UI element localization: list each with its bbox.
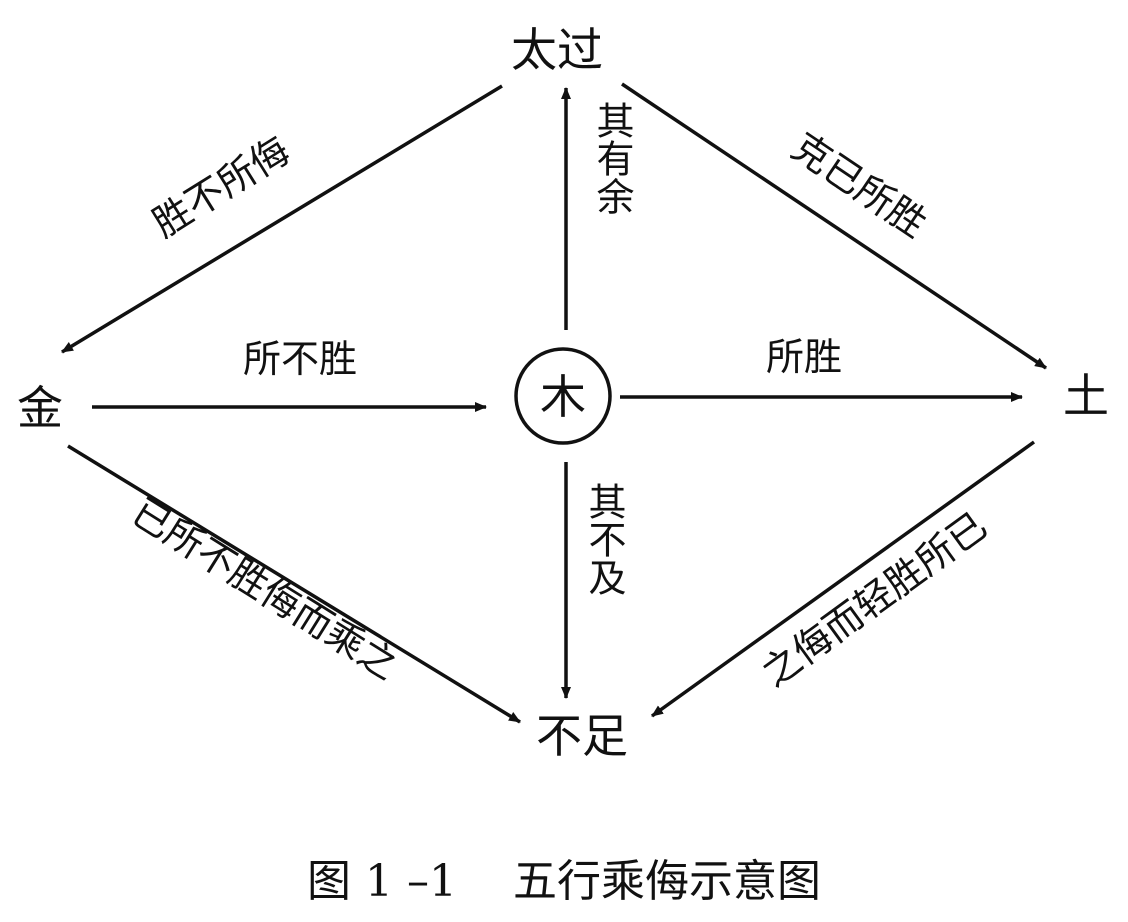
label-center-up: 其有余	[590, 101, 634, 215]
label-left-bottom: 已所不胜侮而乘之	[124, 490, 405, 688]
edge-right-to-bottom	[650, 440, 1036, 718]
figure-caption: 图 1 –1 五行乘侮示意图	[307, 856, 821, 907]
node-center: 木	[540, 370, 586, 424]
node-top: 太过	[511, 23, 603, 77]
label-center-down: 其不及	[582, 482, 626, 596]
edge-top-to-left	[61, 84, 503, 354]
label-top-left: 胜不所侮	[145, 128, 297, 246]
label-right-bottom: 之侮而轻胜所已	[754, 504, 995, 696]
center-node-circle	[514, 347, 612, 445]
node-right: 土	[1063, 369, 1109, 423]
label-top-right: 克已所胜	[784, 124, 935, 245]
node-bottom: 不足	[536, 709, 628, 763]
label-center-right: 所胜	[766, 335, 842, 379]
node-left: 金	[17, 381, 63, 435]
label-center-left: 所不胜	[243, 337, 357, 381]
edge-top-to-right	[621, 82, 1047, 370]
edge-left-to-bottom	[67, 444, 521, 724]
